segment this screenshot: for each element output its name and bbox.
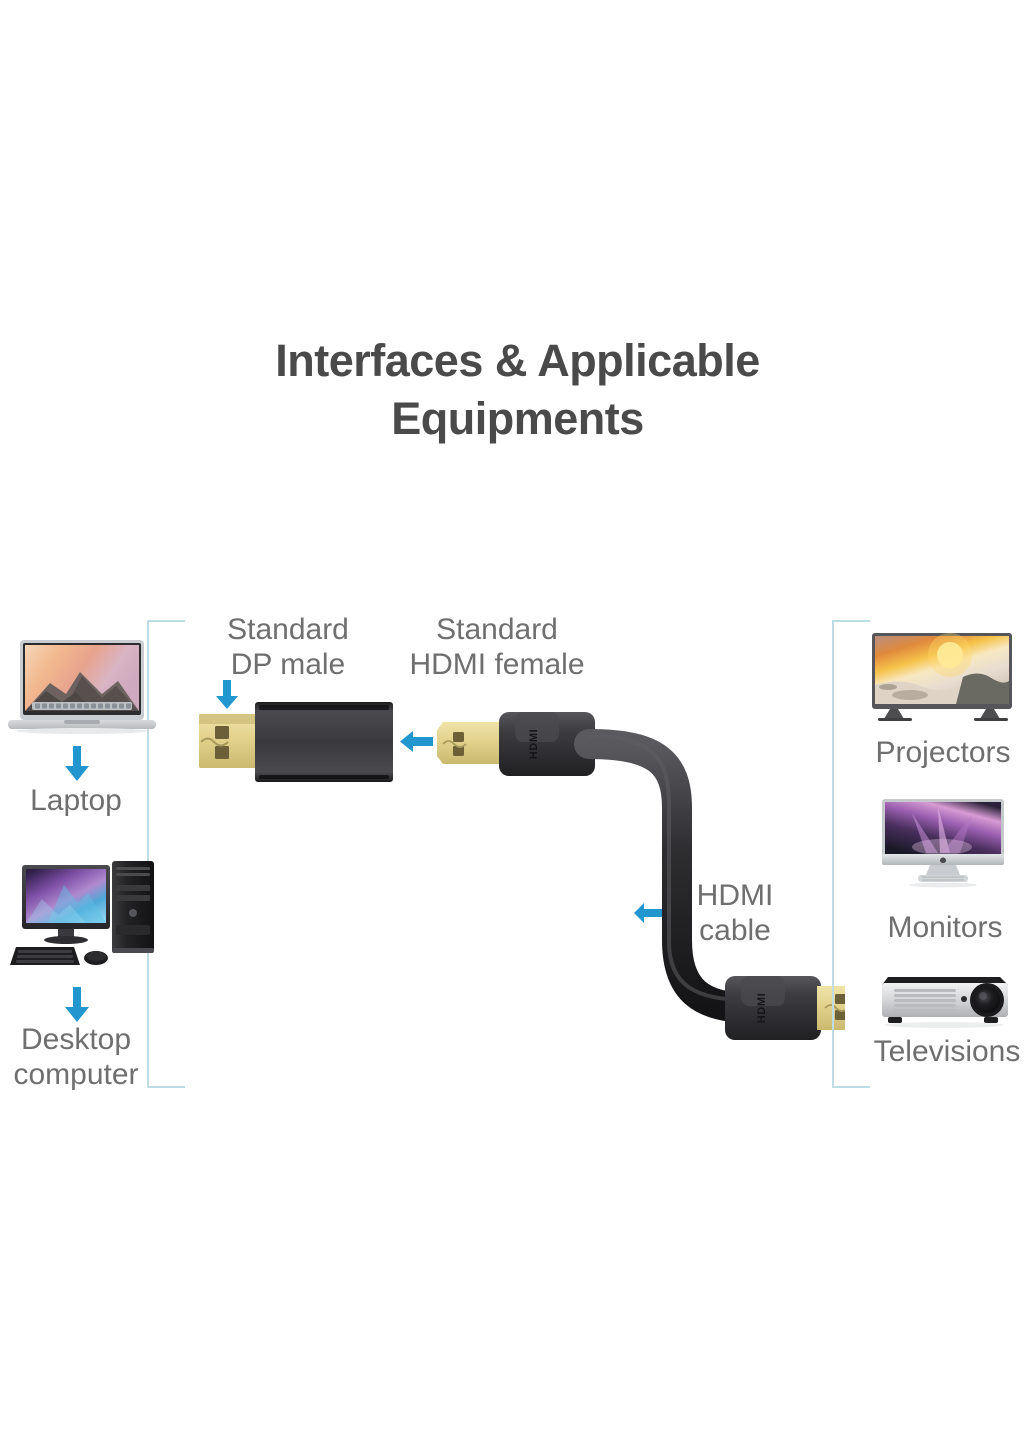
hdmi-plug-top-marking: HDMI: [528, 729, 540, 760]
page-title-line-1: Interfaces & Applicable: [275, 335, 760, 386]
arrow-laptop-down: [62, 744, 92, 784]
dp-male-label: Standard DP male: [227, 613, 349, 682]
imac-monitor-icon: [876, 795, 1010, 889]
page-title: Interfaces & Applicable Equipments: [0, 332, 1035, 447]
projectors-label: Projectors: [875, 736, 1011, 769]
right-group-bracket: [832, 620, 870, 1088]
hdmi-plug-bottom-marking: HDMI: [756, 993, 768, 1024]
projector-icon: [872, 965, 1020, 1035]
arrow-desktop-down: [62, 985, 92, 1025]
dp-to-hdmi-adapter-illustration: HDMI HDMI: [185, 690, 845, 1080]
monitors-label: Monitors: [887, 911, 1003, 944]
laptop-label: Laptop: [30, 784, 122, 817]
televisions-label: Televisions: [873, 1035, 1021, 1068]
left-group-bracket: [147, 620, 185, 1088]
hdmi-female-label: Standard HDMI female: [409, 613, 585, 682]
arrow-dp-male-down: [214, 678, 240, 712]
hdmi-plug-bottom: HDMI: [725, 976, 845, 1040]
dp-male-connector: [199, 702, 393, 782]
desktop-computer-icon: [8, 855, 160, 977]
hdmi-cable-path: [574, 729, 766, 1023]
arrow-hdmi-cable-left: [632, 902, 666, 924]
laptop-icon: [6, 636, 158, 738]
arrow-hdmi-female-left: [400, 731, 433, 752]
hdmi-plug-top: HDMI: [437, 712, 595, 776]
desktop-computer-label: Desktop computer: [13, 1023, 139, 1092]
page-title-line-2: Equipments: [391, 392, 644, 444]
hdmi-cable-label: HDMI cable: [696, 879, 774, 948]
television-icon: [868, 629, 1016, 725]
